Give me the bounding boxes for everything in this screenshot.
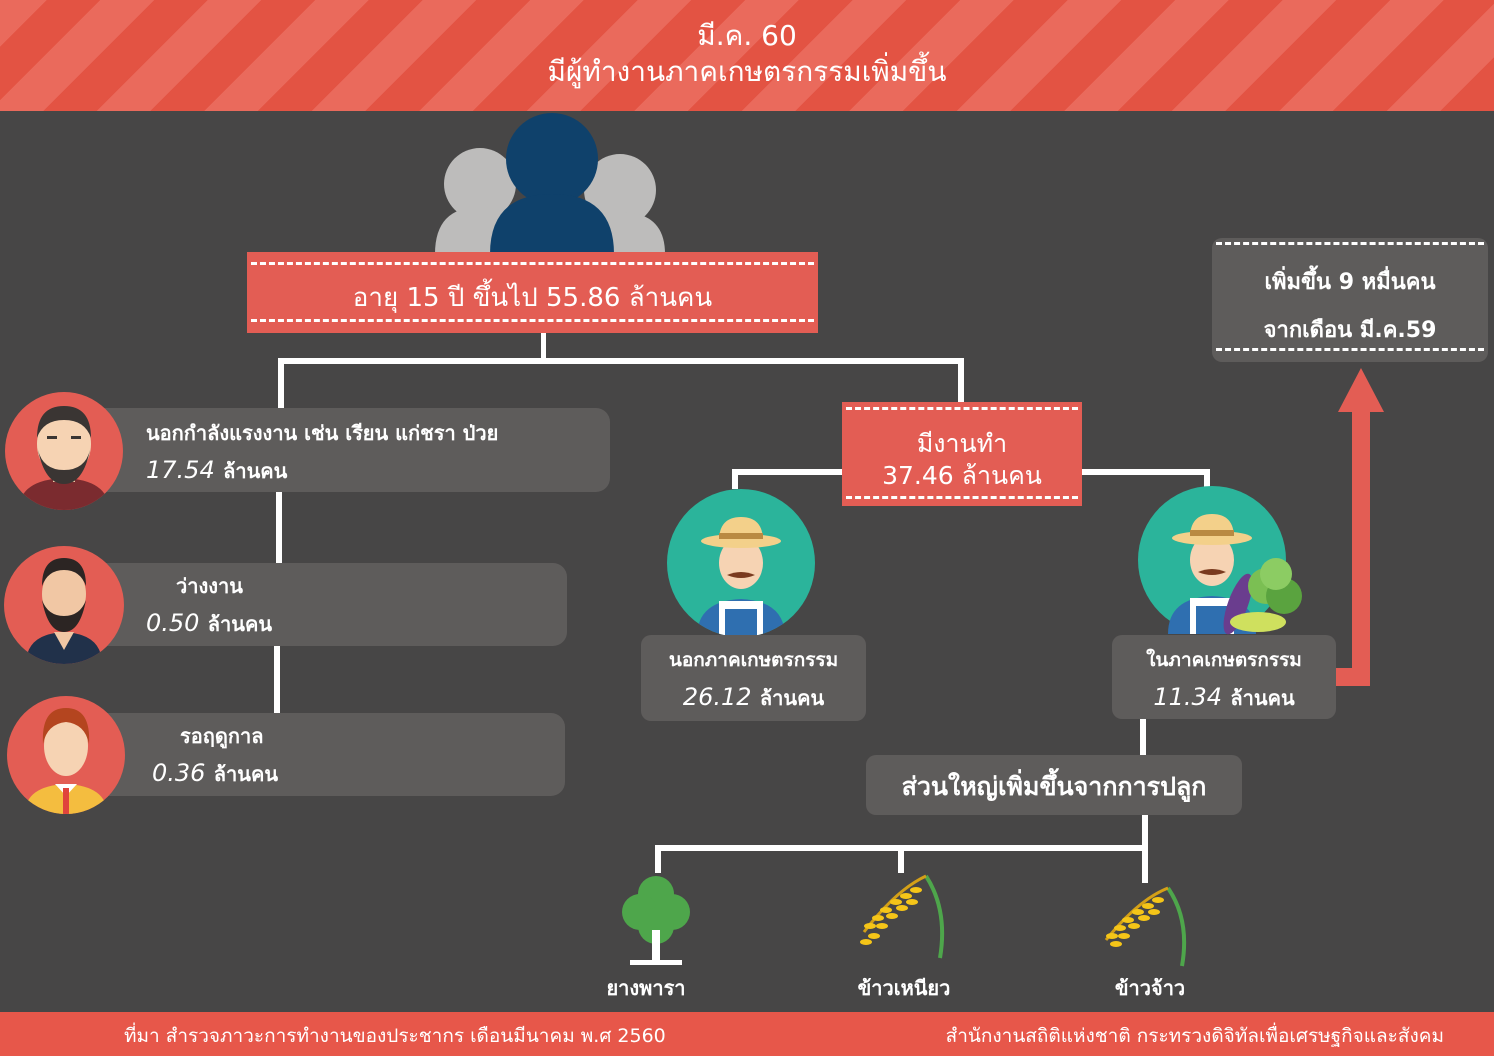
footer-bar: ที่มา สำรวจภาวะการทำงานของประชากร เดือนม…: [0, 1012, 1494, 1056]
header-banner: มี.ค. 60 มีผู้ทำงานภาคเกษตรกรรมเพิ่มขึ้น: [0, 0, 1494, 111]
farmer-vegetables-icon: [1168, 514, 1302, 635]
outside-labor-unit: ล้านคน: [223, 459, 288, 483]
farmer-icon: [697, 517, 785, 637]
seasonal-unit: ล้านคน: [213, 762, 279, 786]
non-agri-value-row: 26.12 ล้านคน: [641, 682, 866, 714]
footer-source: ที่มา สำรวจภาวะการทำงานของประชากร เดือนม…: [124, 1025, 666, 1047]
non-agri-value: 26.12: [682, 683, 752, 711]
elder-man-icon: [19, 406, 109, 510]
agri-value: 11.34: [1153, 683, 1223, 711]
employed-box: มีงานทำ 37.46 ล้านคน: [842, 402, 1082, 506]
seasonal-value: 0.36: [152, 759, 206, 787]
crop-rice-label: ข้าวจ้าว: [1114, 976, 1186, 1000]
agri-label: ในภาคเกษตรกรรม: [1146, 649, 1302, 671]
increase-line2: จากเดือน มี.ค.59: [1263, 318, 1437, 343]
unemployed-value: 0.50: [146, 609, 200, 637]
unemployed-value-row: 0.50 ล้านคน: [146, 608, 272, 640]
unemployed-pill: [60, 563, 567, 646]
non-agri-unit: ล้านคน: [759, 686, 825, 710]
header-title: มีผู้ทำงานภาคเกษตรกรรมเพิ่มขึ้น: [547, 55, 947, 88]
increase-arrow-icon: [1336, 368, 1384, 686]
population-people-icon: [435, 113, 665, 254]
increase-box: เพิ่มขึ้น 9 หมื่นคน จากเดือน มี.ค.59: [1212, 238, 1488, 362]
non-agri-label: นอกภาคเกษตรกรรม: [668, 649, 839, 671]
agri-unit: ล้านคน: [1230, 686, 1295, 710]
seasonal-label: รอฤดูกาล: [180, 724, 264, 748]
population-box: อายุ 15 ปี ขึ้นไป 55.86 ล้านคน: [247, 252, 818, 333]
population-label: อายุ 15 ปี ขึ้นไป 55.86 ล้านคน: [352, 283, 713, 313]
rubber-tree-icon: [622, 876, 690, 965]
non-agri-pill: [641, 635, 866, 721]
seasonal-value-row: 0.36 ล้านคน: [152, 758, 278, 790]
crop-rubber-label: ยางพารา: [606, 976, 686, 1000]
outside-labor-pill: [60, 408, 610, 492]
unemployed-man-avatar: [4, 546, 124, 664]
employed-label: มีงานทำ: [916, 429, 1008, 458]
bearded-man-icon: [26, 558, 102, 664]
header-date: มี.ค. 60: [697, 19, 797, 52]
unemployed-label: ว่างงาน: [176, 574, 243, 598]
crop-sticky-rice-label: ข้าวเหนียว: [857, 976, 951, 1000]
seasonal-pill: [60, 713, 565, 796]
outside-labor-value: 17.54: [146, 456, 215, 484]
agri-avatar: [1138, 486, 1302, 635]
outside-labor-value-row: 17.54 ล้านคน: [146, 455, 287, 487]
elder-man-avatar: [5, 392, 123, 510]
agri-pill: [1112, 635, 1336, 719]
increase-line1: เพิ่มขึ้น 9 หมื่นคน: [1264, 270, 1436, 295]
outside-labor-label: นอกกำลังแรงงาน เช่น เรียน แก่ชรา ป่วย: [146, 421, 499, 445]
sticky-rice-icon: [860, 874, 945, 959]
rice-icon: [1104, 886, 1187, 967]
mostly-label: ส่วนใหญ่เพิ่มขึ้นจากการปลูก: [901, 772, 1207, 801]
mostly-pill: [866, 755, 1242, 815]
agri-value-row: 11.34 ล้านคน: [1112, 682, 1336, 714]
young-man-icon: [25, 708, 107, 814]
seasonal-man-avatar: [7, 696, 125, 814]
employed-value: 37.46 ล้านคน: [882, 461, 1042, 490]
footer-org: สำนักงานสถิติแห่งชาติ กระทรวงดิจิทัลเพื่…: [945, 1025, 1444, 1047]
non-agri-avatar: [667, 489, 815, 637]
unemployed-unit: ล้านคน: [207, 612, 273, 636]
